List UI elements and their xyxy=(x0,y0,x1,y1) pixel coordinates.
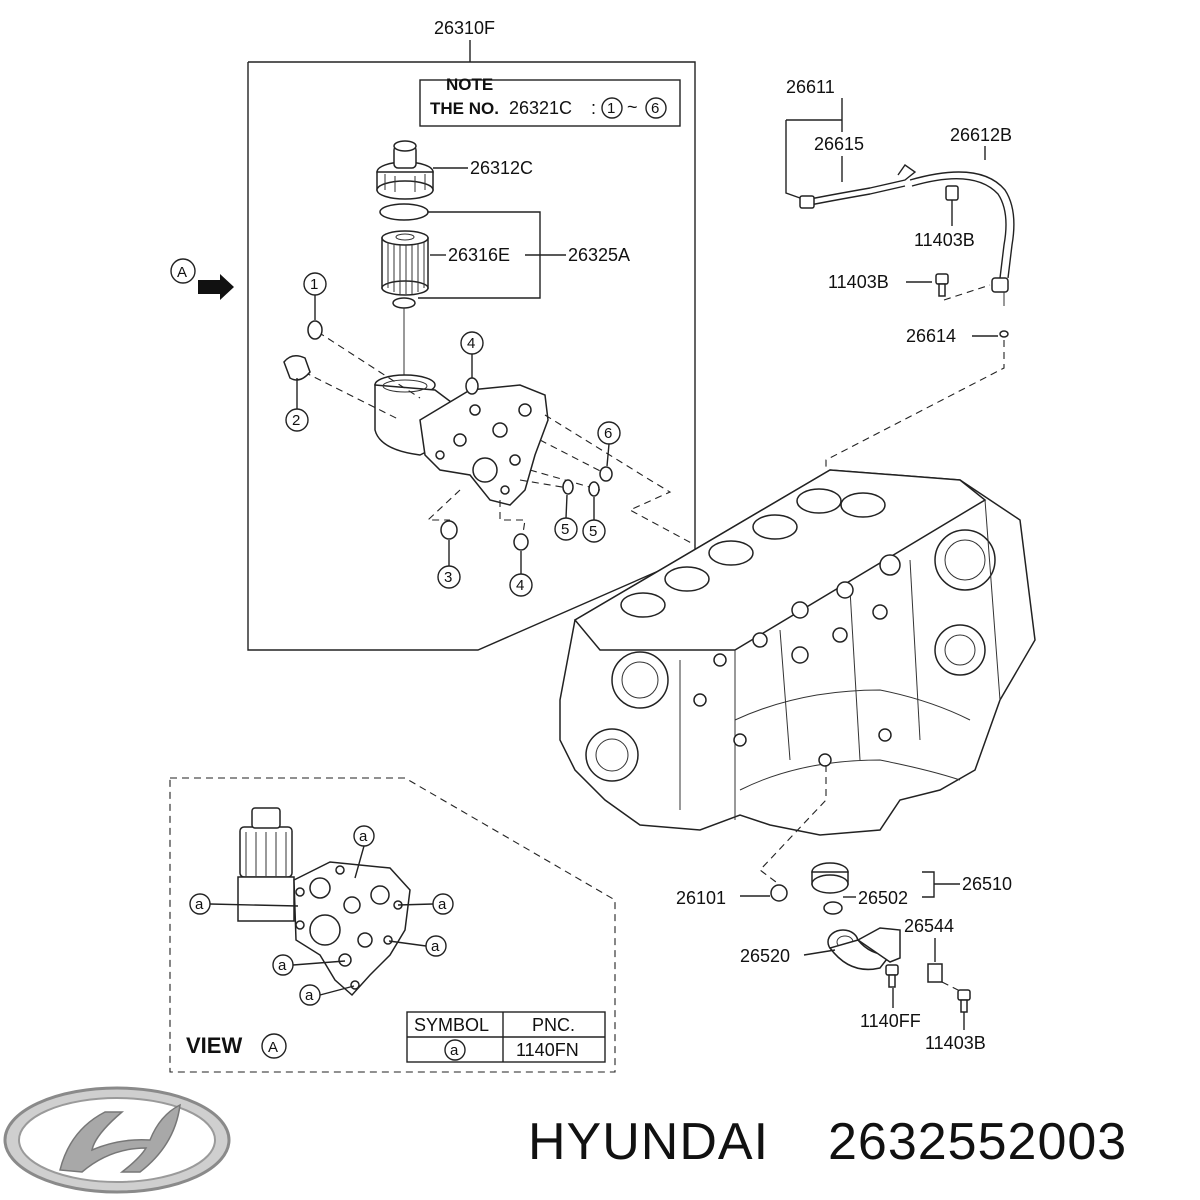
bolt-11403B-lower xyxy=(957,989,971,1013)
label-26502: 26502 xyxy=(858,888,908,908)
label-26544: 26544 xyxy=(904,916,954,936)
note-colon: : xyxy=(591,98,596,118)
note-tilde: ~ xyxy=(627,97,638,117)
o-ring-1 xyxy=(307,320,323,340)
callout-3: 3 xyxy=(437,540,461,589)
o-ring-3 xyxy=(440,520,458,540)
table-cell-symbol: a xyxy=(450,1042,459,1059)
gasket-2 xyxy=(283,355,311,381)
svg-text:1: 1 xyxy=(310,276,318,293)
label-26510: 26510 xyxy=(962,874,1012,894)
gasket-26101 xyxy=(770,884,788,902)
label-26615: 26615 xyxy=(814,134,864,154)
note-prefix: THE NO. xyxy=(430,99,499,118)
label-26310F: 26310F xyxy=(434,18,495,38)
label-11403B-upper: 11403B xyxy=(914,230,975,250)
filter-element xyxy=(381,230,429,296)
element-o-ring xyxy=(392,297,416,309)
svg-text:a: a xyxy=(195,896,204,913)
note-title: NOTE xyxy=(446,75,493,94)
table-cell-pnc: 1140FN xyxy=(516,1040,579,1060)
svg-text:3: 3 xyxy=(444,569,452,586)
callout-4-bottom: 4 xyxy=(509,551,533,597)
svg-text:2: 2 xyxy=(292,412,300,429)
svg-text:a: a xyxy=(431,938,440,955)
note-box: NOTE THE NO. 26321C : 1 ~ 6 xyxy=(419,75,681,127)
svg-text:4: 4 xyxy=(516,577,524,594)
callout-5-right: 5 xyxy=(582,497,606,543)
label-26614: 26614 xyxy=(906,326,956,346)
label-26316E: 26316E xyxy=(448,245,510,265)
callout-2: 2 xyxy=(285,378,309,432)
label-26325A: 26325A xyxy=(568,245,630,265)
view-a-markers: a a a a a a xyxy=(189,825,454,1006)
table-header-pnc: PNC. xyxy=(532,1015,575,1035)
view-label-marker: A xyxy=(268,1039,278,1056)
seal-26502 xyxy=(823,901,843,915)
view-arrow-marker: A xyxy=(177,264,187,281)
filter-cap xyxy=(376,140,434,200)
label-26101: 26101 xyxy=(676,888,726,908)
filler-tube-26520 xyxy=(827,927,943,983)
view-label: VIEW xyxy=(186,1033,242,1058)
svg-text:5: 5 xyxy=(589,523,597,540)
label-26612B: 26612B xyxy=(950,125,1012,145)
o-ring-4b xyxy=(513,533,529,551)
note-to: 6 xyxy=(651,100,659,117)
dipstick-tube xyxy=(799,164,1015,306)
svg-text:a: a xyxy=(438,896,447,913)
o-ring-5a xyxy=(562,479,574,495)
filler-cap-26510 xyxy=(811,862,849,894)
hyundai-logo xyxy=(3,1086,231,1194)
svg-text:4: 4 xyxy=(467,335,475,352)
footer-brand: HYUNDAI xyxy=(528,1113,770,1171)
label-26312C: 26312C xyxy=(470,158,533,178)
bolt-1140FF xyxy=(885,964,899,988)
svg-text:a: a xyxy=(305,987,314,1004)
note-from: 1 xyxy=(607,100,615,117)
view-a-arrow: A xyxy=(170,258,234,300)
callout-5-left: 5 xyxy=(554,494,578,541)
filter-housing xyxy=(374,308,549,506)
table-header-symbol: SYMBOL xyxy=(414,1015,489,1035)
callout-6: 6 xyxy=(597,421,621,467)
label-11403B-lower: 11403B xyxy=(925,1033,986,1053)
o-ring-5b xyxy=(588,481,600,497)
callout-4-top: 4 xyxy=(460,331,484,378)
label-26520: 26520 xyxy=(740,946,790,966)
svg-text:a: a xyxy=(278,957,287,974)
view-a-drawing xyxy=(237,807,411,997)
engine-block xyxy=(559,469,1036,836)
footer-part-number: 2632552003 xyxy=(828,1113,1128,1171)
label-11403B-middle: 11403B xyxy=(828,272,889,292)
label-1140FF: 1140FF xyxy=(860,1011,921,1031)
callout-1: 1 xyxy=(303,272,327,320)
assembly-frame xyxy=(247,61,696,651)
svg-text:6: 6 xyxy=(604,425,612,442)
bolt-11403B-middle xyxy=(935,273,949,297)
cap-o-ring xyxy=(379,203,429,221)
note-number: 26321C xyxy=(509,98,572,118)
svg-text:a: a xyxy=(359,828,368,845)
o-ring-6 xyxy=(599,466,613,482)
view-a-frame xyxy=(169,777,616,1073)
symbol-table: SYMBOL PNC. a 1140FN xyxy=(406,1011,606,1063)
label-26611: 26611 xyxy=(786,77,835,97)
o-ring-4a xyxy=(465,377,479,395)
svg-text:5: 5 xyxy=(561,521,569,538)
